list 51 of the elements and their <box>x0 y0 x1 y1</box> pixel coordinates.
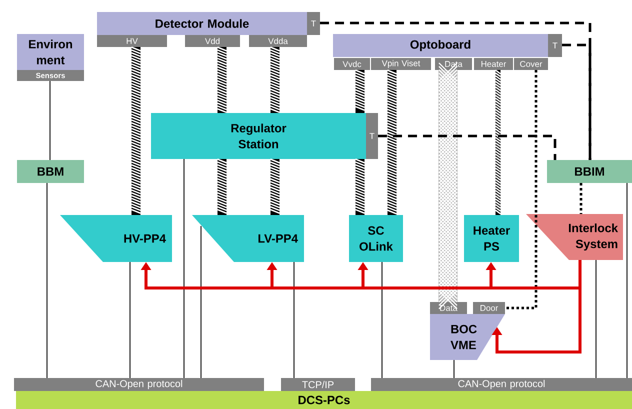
process-box: Environ ment <box>17 34 84 70</box>
terminal-tab: T <box>366 113 378 159</box>
connector-tab: Door <box>473 302 505 314</box>
dashed-line <box>562 44 592 160</box>
trapezoid-box: Interlock System <box>526 214 623 260</box>
hatched-band <box>270 158 280 215</box>
node-label: Vvdc <box>342 60 362 68</box>
connector-tab: Heater <box>474 58 513 70</box>
node-label: Cover <box>520 61 542 67</box>
arrow <box>486 260 582 290</box>
arrow <box>492 260 582 354</box>
protocol-bar: CAN-Open protocol <box>14 378 264 391</box>
dashed-line <box>378 134 556 160</box>
connector-line <box>46 182 48 378</box>
connector-tab: Vpin Viset <box>371 58 431 70</box>
connector-tab: Vdd <box>185 35 240 47</box>
trapezoid-box: LV-PP4 <box>192 215 304 262</box>
connector-line <box>200 226 202 378</box>
terminal-tab: T <box>548 34 562 57</box>
dotted-line <box>580 183 582 214</box>
trapezoid-box: HV-PP4 <box>60 215 172 262</box>
hatched-band <box>355 70 365 113</box>
process-box: Regulator Station <box>151 113 366 159</box>
hatched-band <box>355 158 365 215</box>
protocol-bar: TCP/IP <box>281 378 355 391</box>
protocol-bar: CAN-Open protocol <box>371 378 632 391</box>
connector-tab: Cover <box>514 58 548 70</box>
connector-line <box>626 182 628 378</box>
dotted-line <box>505 70 538 310</box>
hatched-band <box>217 158 227 215</box>
base-bar: DCS-PCs <box>16 391 632 409</box>
connector-tab: Vvdc <box>334 58 370 70</box>
process-box: Heater PS <box>464 215 519 262</box>
trapezoid-box: BOC VME <box>430 314 505 360</box>
process-box: Detector Module <box>97 12 307 35</box>
hatched-band <box>495 70 501 215</box>
connector-tab: Vdda <box>249 35 307 47</box>
process-box: Optoboard <box>333 34 548 57</box>
crosshatched-band <box>438 62 458 310</box>
node-label: Vpin Viset <box>382 60 420 68</box>
connector-tab: Data <box>435 58 472 70</box>
process-box: SC OLink <box>349 215 403 262</box>
hatched-band <box>217 46 227 114</box>
hatched-band <box>270 46 280 114</box>
node-label: Heater <box>481 61 506 67</box>
process-box: BBIM <box>547 160 632 183</box>
terminal-tab: T <box>307 12 320 35</box>
hatched-band <box>131 46 141 215</box>
hatched-band <box>387 70 397 215</box>
connector-tab: HV <box>97 35 167 47</box>
process-box: BBM <box>17 160 84 183</box>
